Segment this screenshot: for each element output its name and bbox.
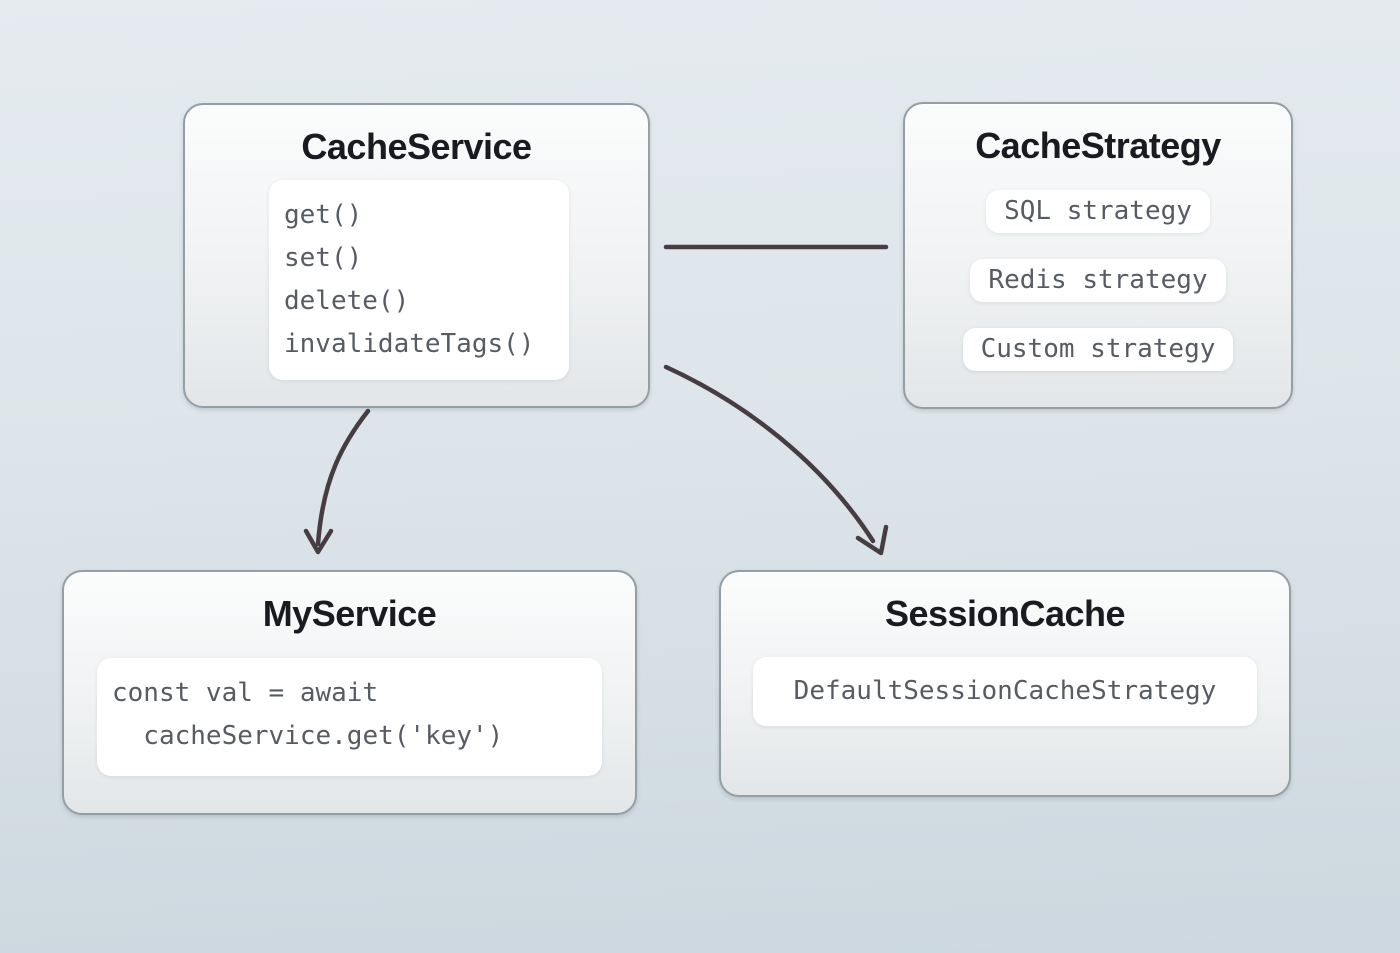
code-line: get() [284,200,363,230]
node-title: CacheStrategy [975,125,1221,166]
node-cache-strategy: CacheStrategy SQL strategy Redis strateg… [903,102,1293,409]
edge-cacheservice-sessioncache-arrow [663,364,876,544]
code-line: const val = await [112,678,379,708]
strategy-pill: DefaultSessionCacheStrategy [753,657,1257,726]
strategy-pill: Redis strategy [970,259,1226,302]
edge-cacheservice-myservice-arrow [315,408,371,547]
node-title: MyService [262,593,437,634]
code-card: get() set() delete() invalidateTags() [269,180,569,380]
strategy-pill: SQL strategy [986,190,1210,233]
node-title: SessionCache [884,593,1126,634]
strategy-pill-list: DefaultSessionCacheStrategy [721,657,1289,726]
arrowhead-sessioncache-icon [855,524,889,556]
code-line: cacheService.get('key') [112,721,504,751]
code-card: const val = await cacheService.get('key'… [97,658,602,776]
strategy-pill-list: SQL strategy Redis strategy Custom strat… [905,190,1291,371]
arrowhead-myservice-icon [303,528,334,555]
code-line: invalidateTags() [284,329,535,359]
node-my-service: MyService const val = await cacheService… [62,570,637,815]
code-line: delete() [284,286,410,316]
node-session-cache: SessionCache DefaultSessionCacheStrategy [719,570,1291,797]
strategy-pill: Custom strategy [962,328,1234,371]
node-title: CacheService [301,126,532,167]
code-line: set() [284,243,363,273]
node-cache-service: CacheService get() set() delete() invali… [183,103,650,408]
